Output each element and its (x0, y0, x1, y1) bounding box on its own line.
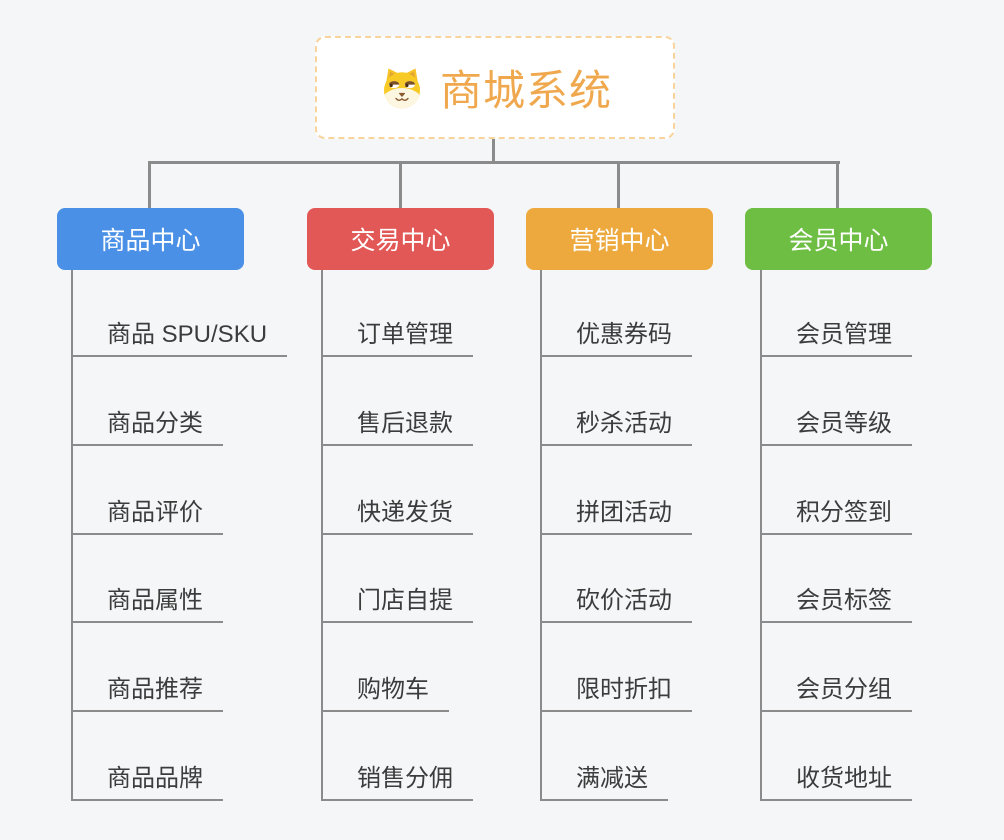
connector-line (492, 139, 495, 164)
connector-line (399, 161, 402, 208)
topic-item[interactable]: 收货地址 (762, 763, 912, 801)
branch-node-label: 商品中心 (100, 227, 201, 255)
topic-item[interactable]: 商品分类 (73, 408, 223, 446)
topic-item[interactable]: 门店自提 (323, 585, 473, 623)
topic-item[interactable]: 商品推荐 (73, 674, 223, 712)
branch-column-product-center: 商品 SPU/SKU 商品分类 商品评价 商品属性 商品推荐 商品品牌 (71, 270, 288, 801)
dog-face-icon (378, 64, 426, 112)
branch-node-member-center[interactable]: 会员中心 (745, 208, 932, 270)
connector-line (836, 161, 839, 208)
topic-item[interactable]: 限时折扣 (542, 674, 692, 712)
branch-column-marketing-center: 优惠券码 秒杀活动 拼团活动 砍价活动 限时折扣 满减送 (540, 270, 692, 801)
topic-item[interactable]: 秒杀活动 (542, 408, 692, 446)
root-node-label: 商城系统 (439, 67, 612, 114)
topic-item[interactable]: 会员等级 (762, 408, 912, 446)
topic-item[interactable]: 满减送 (542, 763, 668, 801)
branch-column-trade-center: 订单管理 售后退款 快递发货 门店自提 购物车 销售分佣 (321, 270, 473, 801)
branch-node-label: 会员中心 (788, 227, 889, 255)
branch-node-marketing-center[interactable]: 营销中心 (526, 208, 713, 270)
branch-column-member-center: 会员管理 会员等级 积分签到 会员标签 会员分组 收货地址 (760, 270, 912, 801)
topic-item[interactable]: 商品 SPU/SKU (73, 319, 288, 357)
topic-item[interactable]: 订单管理 (323, 319, 473, 357)
branch-node-label: 营销中心 (569, 227, 670, 255)
topic-item[interactable]: 商品品牌 (73, 763, 223, 801)
connector-line (148, 161, 151, 208)
root-node-mall-system[interactable]: 商城系统 (315, 36, 675, 139)
topic-item[interactable]: 快递发货 (323, 497, 473, 535)
topic-item[interactable]: 商品属性 (73, 585, 223, 623)
topic-item[interactable]: 砍价活动 (542, 585, 692, 623)
topic-item[interactable]: 售后退款 (323, 408, 473, 446)
topic-item[interactable]: 会员分组 (762, 674, 912, 712)
connector-line (148, 161, 840, 164)
topic-item[interactable]: 销售分佣 (323, 763, 473, 801)
topic-item[interactable]: 拼团活动 (542, 497, 692, 535)
branch-node-product-center[interactable]: 商品中心 (57, 208, 244, 270)
topic-item[interactable]: 购物车 (323, 674, 449, 712)
topic-item[interactable]: 积分签到 (762, 497, 912, 535)
topic-item[interactable]: 会员管理 (762, 319, 912, 357)
topic-item[interactable]: 优惠券码 (542, 319, 692, 357)
branch-node-label: 交易中心 (350, 227, 451, 255)
connector-line (617, 161, 620, 208)
topic-item[interactable]: 商品评价 (73, 497, 223, 535)
branch-node-trade-center[interactable]: 交易中心 (307, 208, 494, 270)
topic-item[interactable]: 会员标签 (762, 585, 912, 623)
